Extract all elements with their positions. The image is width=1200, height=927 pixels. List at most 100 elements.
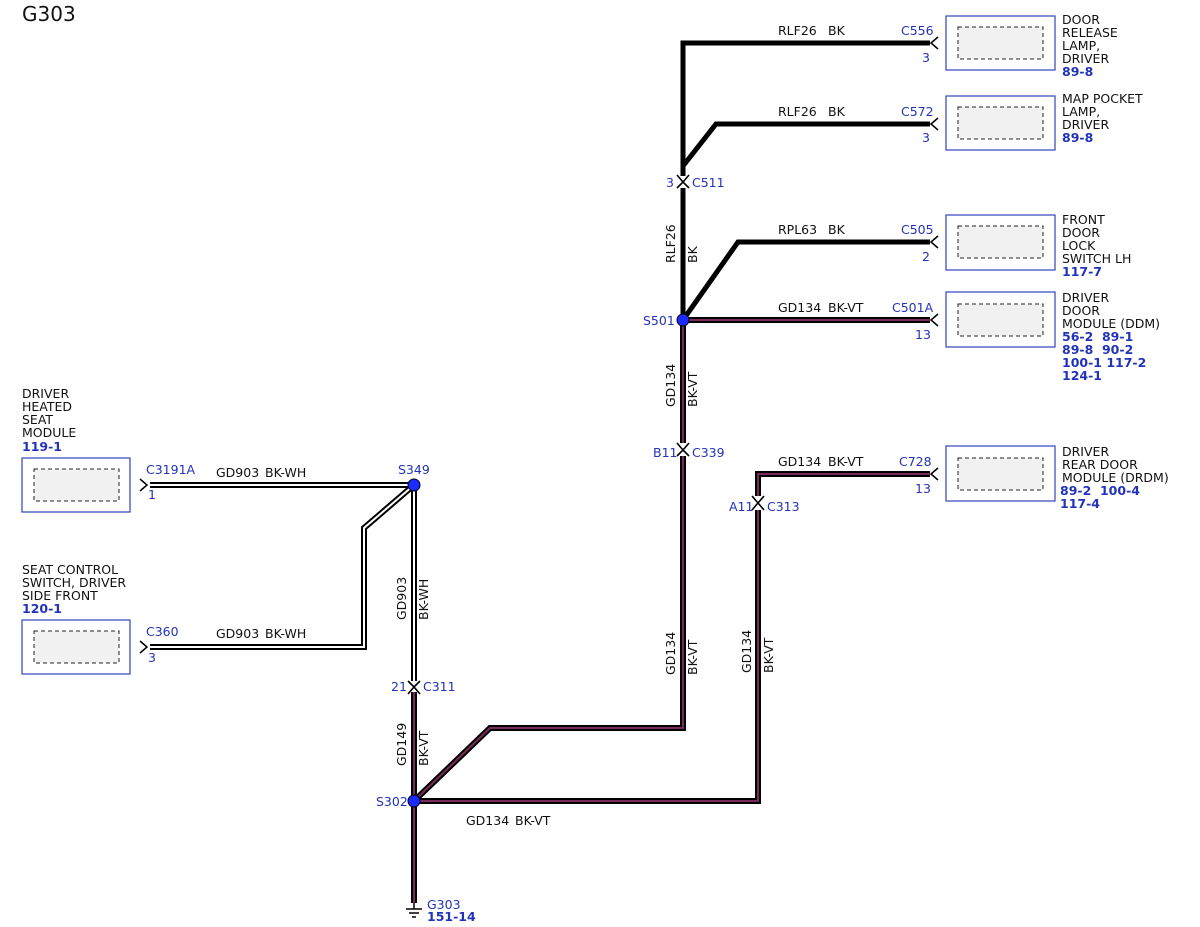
wire-label-c501a-circuit: GD134 [778,300,821,315]
ground-label: G303 [427,897,461,912]
wire-label-c556-circuit: RLF26 [778,23,817,38]
component-line: MODULE (DRDM) [1062,470,1169,485]
component-seat-control-switch[interactable]: SEAT CONTROL SWITCH, DRIVER SIDE FRONT 1… [21,562,179,675]
connector-arrow-icon [929,313,939,327]
page-ref-link[interactable]: 119-1 [22,439,62,454]
pin-label-c505: 2 [922,249,930,264]
component-line: SWITCH, DRIVER [22,575,126,590]
component-line: SIDE FRONT [22,588,98,603]
component-driver-door-module[interactable]: C501A 13 DRIVER DOOR MODULE (DDM) 56-2 8… [892,290,1160,383]
page-ref-link[interactable]: 56-2 89-1 [1062,329,1133,344]
wire-label-s349-down-color: BK-WH [416,579,431,620]
component-line: HEATED [22,399,72,414]
wire-label-c505-color: BK [828,222,846,237]
page-ref-link[interactable]: 117-7 [1062,264,1102,279]
wire-label-s349-down-circuit: GD903 [394,577,409,620]
page-ref-link[interactable]: 120-1 [22,601,62,616]
component-line: MODULE [22,425,76,440]
splice-s501[interactable]: S501 [643,313,690,328]
splice-s302[interactable]: S302 [376,794,421,809]
component-line: LAMP, [1062,38,1100,53]
wire-label-s501-down-color: BK-VT [685,371,700,407]
connector-chevron-icon [407,680,421,689]
component-line: DRIVER [1062,444,1109,459]
component-line: SEAT CONTROL [22,562,118,577]
component-front-door-lock-switch[interactable]: C505 2 FRONT DOOR LOCK SWITCH LH 117-7 [901,212,1131,279]
inline-connector-c339[interactable]: B11 C339 [653,442,725,460]
component-line: SWITCH LH [1062,251,1131,266]
connector-arrow-icon [929,36,939,50]
connector-chevron-icon [676,180,690,189]
component-line: FRONT [1062,212,1105,227]
splice-label-s302: S302 [376,794,408,809]
component-line: RELEASE [1062,25,1118,40]
component-line: SEAT [22,412,53,427]
inline-connector-c511[interactable]: 3 C511 [666,174,725,190]
pin-label-c313: A11 [729,499,753,514]
ground-icon [406,908,422,918]
wire-label-c360-color: BK-WH [265,626,306,641]
wire-label-c728-circuit: GD134 [778,454,821,469]
splice-s349[interactable]: S349 [398,462,430,492]
wire-c556 [680,40,930,176]
connector-label-c501a: C501A [892,300,934,315]
connector-label-c556: C556 [901,23,934,38]
component-line: DOOR [1062,12,1100,27]
splice-label-s349: S349 [398,462,430,477]
component-line: DRIVER [1062,290,1109,305]
page-ref-link[interactable]: 89-8 90-2 [1062,342,1133,357]
connector-arrow-icon [139,478,149,492]
connector-arrow-icon [139,640,149,654]
component-line: LOCK [1062,238,1096,253]
wire-label-c339-down-color: BK-VT [685,639,700,675]
component-driver-rear-door-module[interactable]: C728 13 DRIVER REAR DOOR MODULE (DRDM) 8… [899,444,1169,511]
page-ref-link[interactable]: 89-8 [1062,64,1093,79]
connector-label-c311: C311 [423,679,456,694]
wire-c728 [755,471,930,496]
component-line: DOOR [1062,225,1100,240]
component-door-release-lamp[interactable]: C556 3 DOOR RELEASE LAMP, DRIVER 89-8 [901,12,1118,79]
component-line: MAP POCKET [1062,91,1143,106]
connector-label-c511: C511 [692,175,725,190]
wire-c505 [680,239,930,322]
wire-c360 [150,482,416,650]
component-line: LAMP, [1062,104,1100,119]
connector-chevron-icon [751,501,765,511]
wire-label-rlf26-vertical-color: BK [685,245,700,263]
wire-label-s302-circuit: GD134 [466,813,509,828]
page-ref-link[interactable]: 89-2 100-4 [1060,483,1140,498]
component-line: REAR DOOR [1062,457,1138,472]
wire-label-c313-down-circuit: GD134 [739,630,754,673]
page-ref-link[interactable]: 100-1 117-2 [1062,355,1146,370]
wire-label-c339-down-circuit: GD134 [663,632,678,675]
pin-label-c3191a: 1 [148,487,156,502]
component-line: DRIVER [22,386,69,401]
wire-label-c360-circuit: GD903 [216,626,259,641]
page-ref-link[interactable]: 124-1 [1062,368,1102,383]
wire-c572 [681,121,930,168]
splice-label-s501: S501 [643,313,675,328]
connector-label-c3191a: C3191A [146,462,196,477]
wire-label-rlf26-vertical-circuit: RLF26 [663,224,678,263]
component-driver-heated-seat-module[interactable]: DRIVER HEATED SEAT MODULE 119-1 C3191A 1 [21,386,196,513]
wire-label-c311-down-circuit: GD149 [394,723,409,766]
component-line: DRIVER [1062,51,1109,66]
inline-connector-c311[interactable]: 21 C311 [391,679,456,695]
page-ref-link[interactable]: 151-14 [427,909,476,924]
wire-label-s302-color: BK-VT [515,813,551,828]
component-line: DRIVER [1062,117,1109,132]
page-ref-link[interactable]: 117-4 [1060,496,1100,511]
wire-label-c501a-color: BK-VT [828,300,864,315]
wire-label-c313-down-color: BK-VT [761,637,776,673]
page-ref-link[interactable]: 89-8 [1062,130,1093,145]
ground-g303[interactable]: G303 151-14 [406,897,476,924]
wire-label-s501-down-circuit: GD134 [663,364,678,407]
inline-connector-c313[interactable]: A11 C313 [729,495,800,514]
wire-label-c556-color: BK [828,23,846,38]
component-map-pocket-lamp[interactable]: C572 3 MAP POCKET LAMP, DRIVER 89-8 [901,91,1143,151]
wire-label-c572-circuit: RLF26 [778,104,817,119]
pin-label-c728: 13 [915,481,931,496]
pin-label-c556: 3 [922,50,930,65]
connector-chevron-icon [676,448,690,457]
